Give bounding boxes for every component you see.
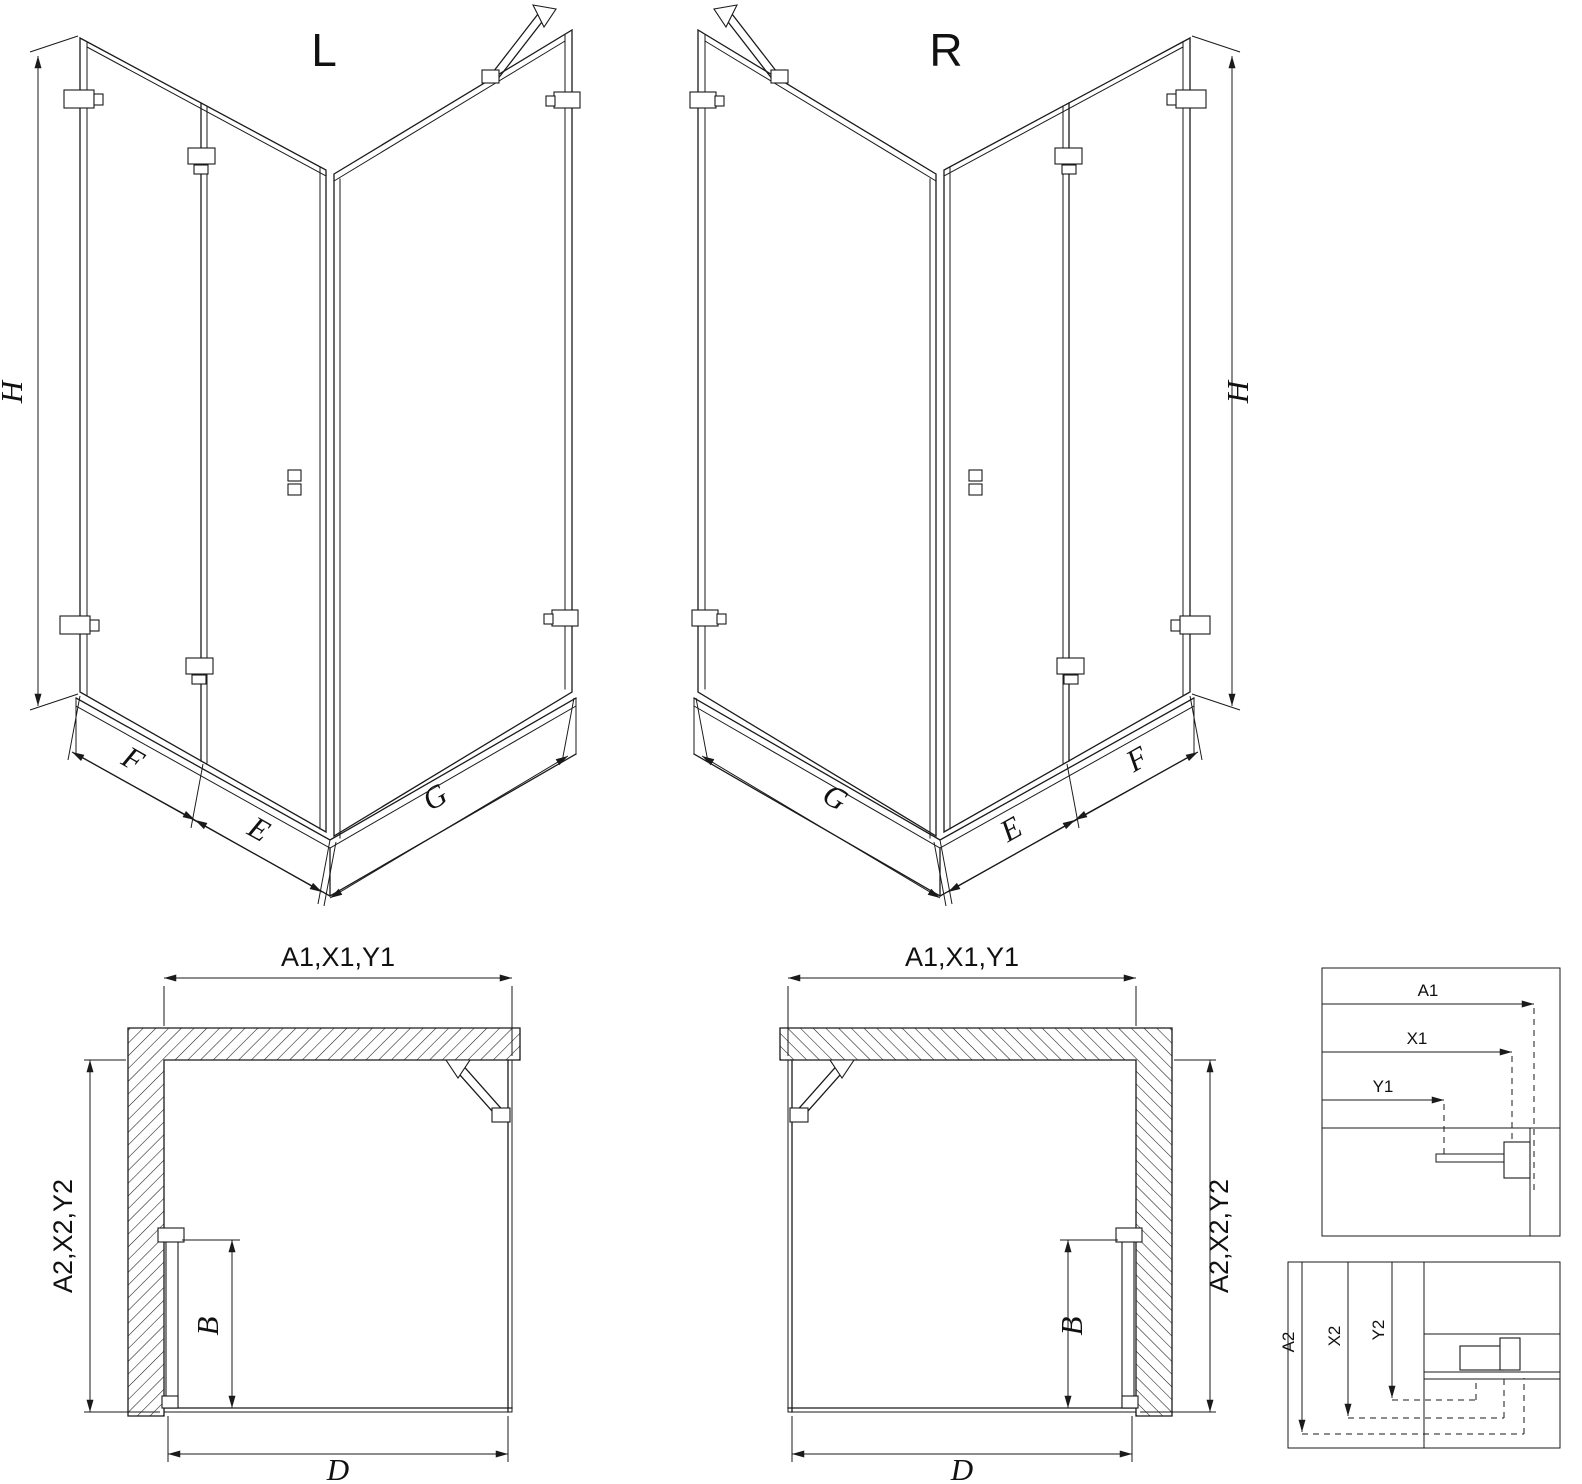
plan-dim-d-right: D bbox=[950, 1452, 973, 1484]
wall-profile-section-v bbox=[1423, 1337, 1561, 1380]
dimension-d bbox=[167, 1416, 509, 1462]
plan-view-right-geometry bbox=[780, 978, 1216, 1462]
support-bar-plan bbox=[444, 1059, 511, 1123]
plan-dim-side-right: A2,X2,Y2 bbox=[1204, 1179, 1234, 1293]
front-glass-panel bbox=[79, 36, 327, 834]
enclosure-3d-left-geometry bbox=[29, 4, 581, 907]
dim-label-e-right: E bbox=[993, 809, 1028, 849]
dimension-f-e bbox=[67, 695, 331, 905]
detail-box-vertical: A2 X2 Y2 bbox=[1279, 1261, 1561, 1449]
plan-dim-side-left: A2,X2,Y2 bbox=[48, 1179, 78, 1293]
dimension-b bbox=[182, 1239, 240, 1409]
wall-profile-section-h bbox=[1435, 1141, 1531, 1179]
detail-label-a2: A2 bbox=[1279, 1332, 1298, 1353]
wall-clamp-right-top bbox=[545, 91, 581, 109]
detail-label-x1: X1 bbox=[1407, 1029, 1428, 1048]
detail-label-y2: Y2 bbox=[1369, 1320, 1388, 1341]
version-label-left: L bbox=[311, 24, 337, 76]
version-label-right: R bbox=[929, 24, 962, 76]
walls-hatched bbox=[127, 1027, 521, 1417]
enclosure-3d-right-geometry bbox=[690, 5, 1240, 906]
detail-box-horizontal: A1 X1 Y1 bbox=[1321, 967, 1561, 1237]
wall-clamp-left-top bbox=[63, 89, 104, 109]
dimension-a2 bbox=[84, 1059, 160, 1413]
plan-view-left-geometry bbox=[84, 974, 521, 1462]
dim-label-h-right: H bbox=[1220, 379, 1255, 404]
door-hinge-top bbox=[187, 147, 216, 175]
side-glass-panel bbox=[333, 28, 573, 839]
detail-label-a1: A1 bbox=[1418, 981, 1439, 1000]
plan-dim-d-left: D bbox=[326, 1452, 349, 1484]
wall-clamp-left-bottom bbox=[59, 615, 100, 635]
glass-panels-plan bbox=[163, 1059, 513, 1413]
dimension-h bbox=[29, 35, 79, 711]
support-bar bbox=[481, 4, 557, 84]
wall-clamp-right-bottom bbox=[543, 609, 579, 627]
door-handle-knob bbox=[287, 469, 302, 496]
door-hinge-bottom bbox=[185, 657, 214, 685]
plan-dim-top-right: A1,X1,Y1 bbox=[905, 942, 1019, 972]
dimension-g bbox=[323, 697, 575, 907]
plan-dim-top-left: A1,X1,Y1 bbox=[281, 942, 395, 972]
dim-label-h-left: H bbox=[0, 379, 29, 404]
dim-label-e-left: E bbox=[241, 808, 276, 848]
plan-dim-b-right: B bbox=[1054, 1316, 1089, 1335]
open-door-leaf bbox=[157, 1227, 185, 1409]
dimension-a1 bbox=[163, 974, 513, 1056]
detail-label-y1: Y1 bbox=[1373, 1077, 1394, 1096]
plan-dim-b-left: B bbox=[190, 1316, 225, 1335]
detail-label-x2: X2 bbox=[1325, 1326, 1344, 1347]
